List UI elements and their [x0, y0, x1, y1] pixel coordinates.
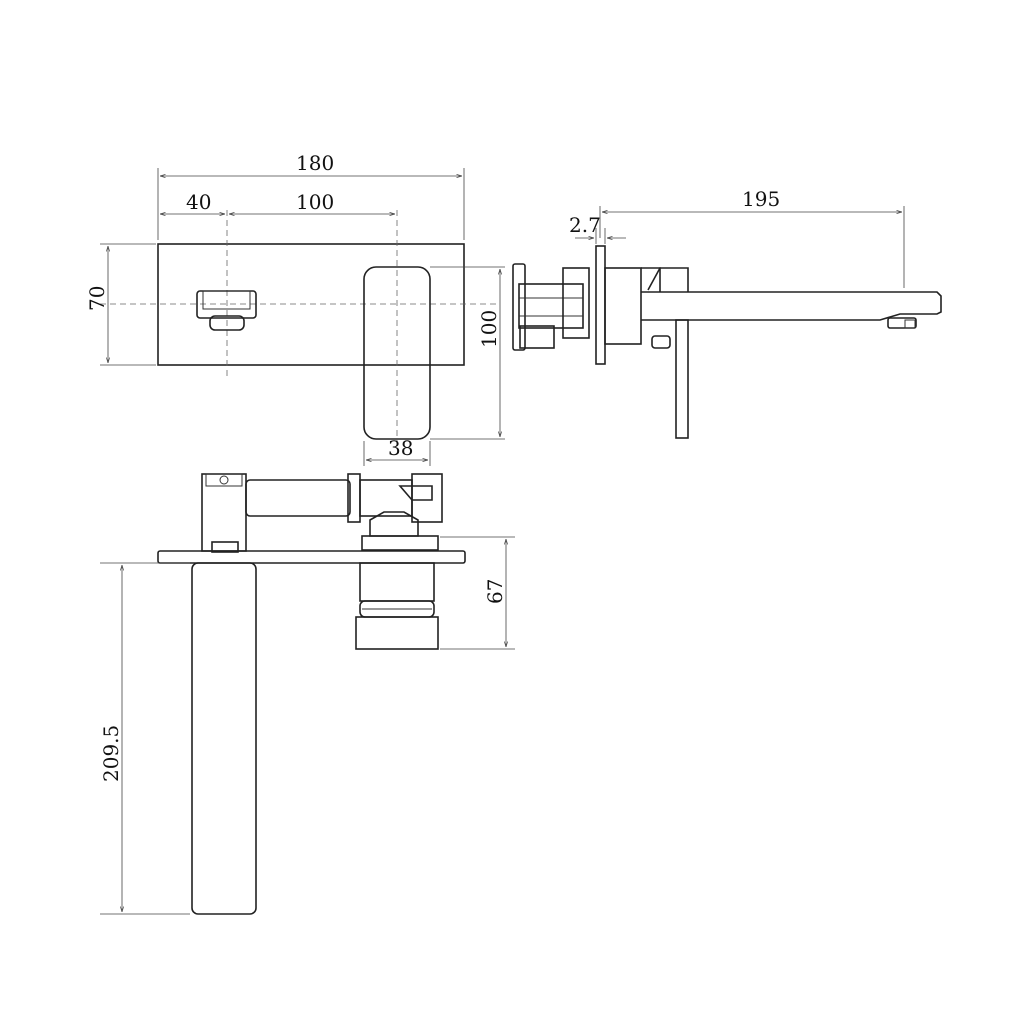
plan-wall-plate — [157, 550, 466, 564]
dim-label-100-top: 100 — [296, 190, 334, 214]
dim-label-2-7: 2.7 — [569, 213, 601, 237]
dim-label-100-side: 100 — [477, 310, 501, 348]
dim-label-67: 67 — [483, 579, 507, 604]
plan-dimensions: 67 209.5 — [99, 536, 515, 915]
dim-label-38: 38 — [388, 436, 413, 460]
front-handle — [363, 266, 431, 440]
dim-label-180: 180 — [296, 151, 334, 175]
side-view — [512, 245, 942, 439]
dim-label-209-5: 209.5 — [99, 725, 123, 782]
front-dimensions: 180 40 100 70 100 38 — [85, 151, 505, 466]
front-view — [100, 210, 500, 445]
side-dimensions: 195 2.7 — [569, 187, 905, 288]
dim-label-40: 40 — [186, 190, 211, 214]
plan-view — [157, 473, 466, 915]
front-outlet — [196, 290, 257, 331]
side-wall-plate — [595, 245, 606, 365]
front-plate — [157, 243, 465, 366]
dim-label-195: 195 — [742, 187, 780, 211]
plan-spout — [191, 562, 257, 915]
dim-label-70: 70 — [85, 286, 109, 311]
